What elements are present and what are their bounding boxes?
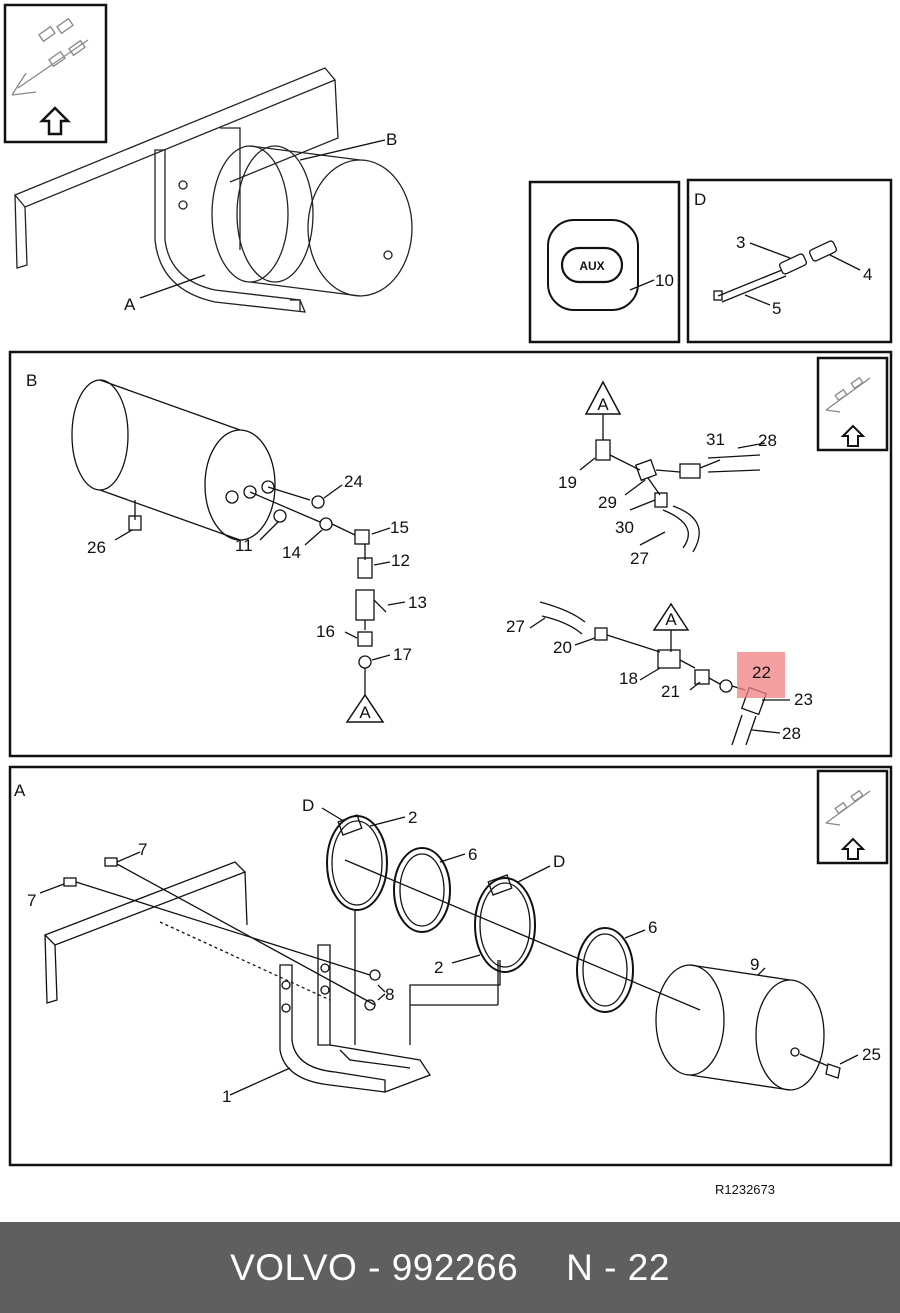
triangle-label-b-bottom: A	[359, 703, 371, 722]
callout-overview-a: A	[124, 295, 136, 314]
orientation-icon-b	[816, 356, 889, 452]
callout-9: 9	[750, 955, 759, 974]
callout-8: 8	[385, 985, 394, 1004]
callout-5: 5	[772, 299, 781, 318]
orientation-icon	[3, 3, 108, 144]
callout-30: 30	[615, 518, 634, 537]
section-label-b: B	[26, 371, 37, 390]
callout-7-second: 7	[27, 891, 36, 910]
callout-6-second: 6	[648, 918, 657, 937]
callout-28-bottom: 28	[782, 724, 801, 743]
overview-illustration	[13, 67, 413, 313]
callout-6-first: 6	[468, 845, 477, 864]
highlight-part-22	[737, 652, 785, 698]
callout-20: 20	[553, 638, 572, 657]
callout-27-bottom: 27	[506, 617, 525, 636]
triangle-label-b-mid: A	[665, 610, 677, 629]
section-label-d: D	[694, 190, 706, 209]
aux-label: AUX	[579, 259, 604, 273]
callout-25: 25	[862, 1045, 881, 1064]
callout-12: 12	[391, 551, 410, 570]
callout-22: 22	[752, 663, 771, 682]
callout-2-second: 2	[434, 958, 443, 977]
callout-overview-b: B	[386, 130, 397, 149]
callout-1: 1	[222, 1087, 231, 1106]
footer-page-ref: N - 22	[566, 1246, 670, 1288]
callout-16: 16	[316, 622, 335, 641]
callout-11: 11	[235, 536, 253, 555]
parts-diagram: B A AUX 10 D 3 4 5 B 24 26 11 14 15 12 1…	[3, 3, 893, 1197]
callout-29: 29	[598, 493, 617, 512]
footer-bar: VOLVO - 992266 N - 22	[0, 1222, 900, 1313]
callout-13: 13	[408, 593, 427, 612]
callout-3: 3	[736, 233, 745, 252]
callout-2-first: 2	[408, 808, 417, 827]
reference-number: R1232673	[715, 1182, 775, 1197]
callout-17: 17	[393, 645, 412, 664]
callout-26: 26	[87, 538, 106, 557]
callout-28-top: 28	[758, 431, 777, 450]
callout-d-first: D	[302, 796, 314, 815]
callout-d-second: D	[553, 852, 565, 871]
section-label-a: A	[14, 781, 26, 800]
callout-21: 21	[661, 682, 680, 701]
orientation-icon-a	[816, 769, 889, 865]
callout-19: 19	[558, 473, 577, 492]
footer-part-number: VOLVO - 992266	[230, 1246, 519, 1288]
callout-24: 24	[344, 472, 363, 491]
callout-10: 10	[655, 271, 674, 290]
callout-23: 23	[794, 690, 813, 709]
callout-31: 31	[706, 430, 725, 449]
callout-14: 14	[282, 543, 301, 562]
triangle-label-b-top: A	[597, 395, 609, 414]
callout-18: 18	[619, 669, 638, 688]
callout-15: 15	[390, 518, 409, 537]
callout-7-first: 7	[138, 840, 147, 859]
callout-4: 4	[863, 265, 872, 284]
callout-27-top: 27	[630, 549, 649, 568]
